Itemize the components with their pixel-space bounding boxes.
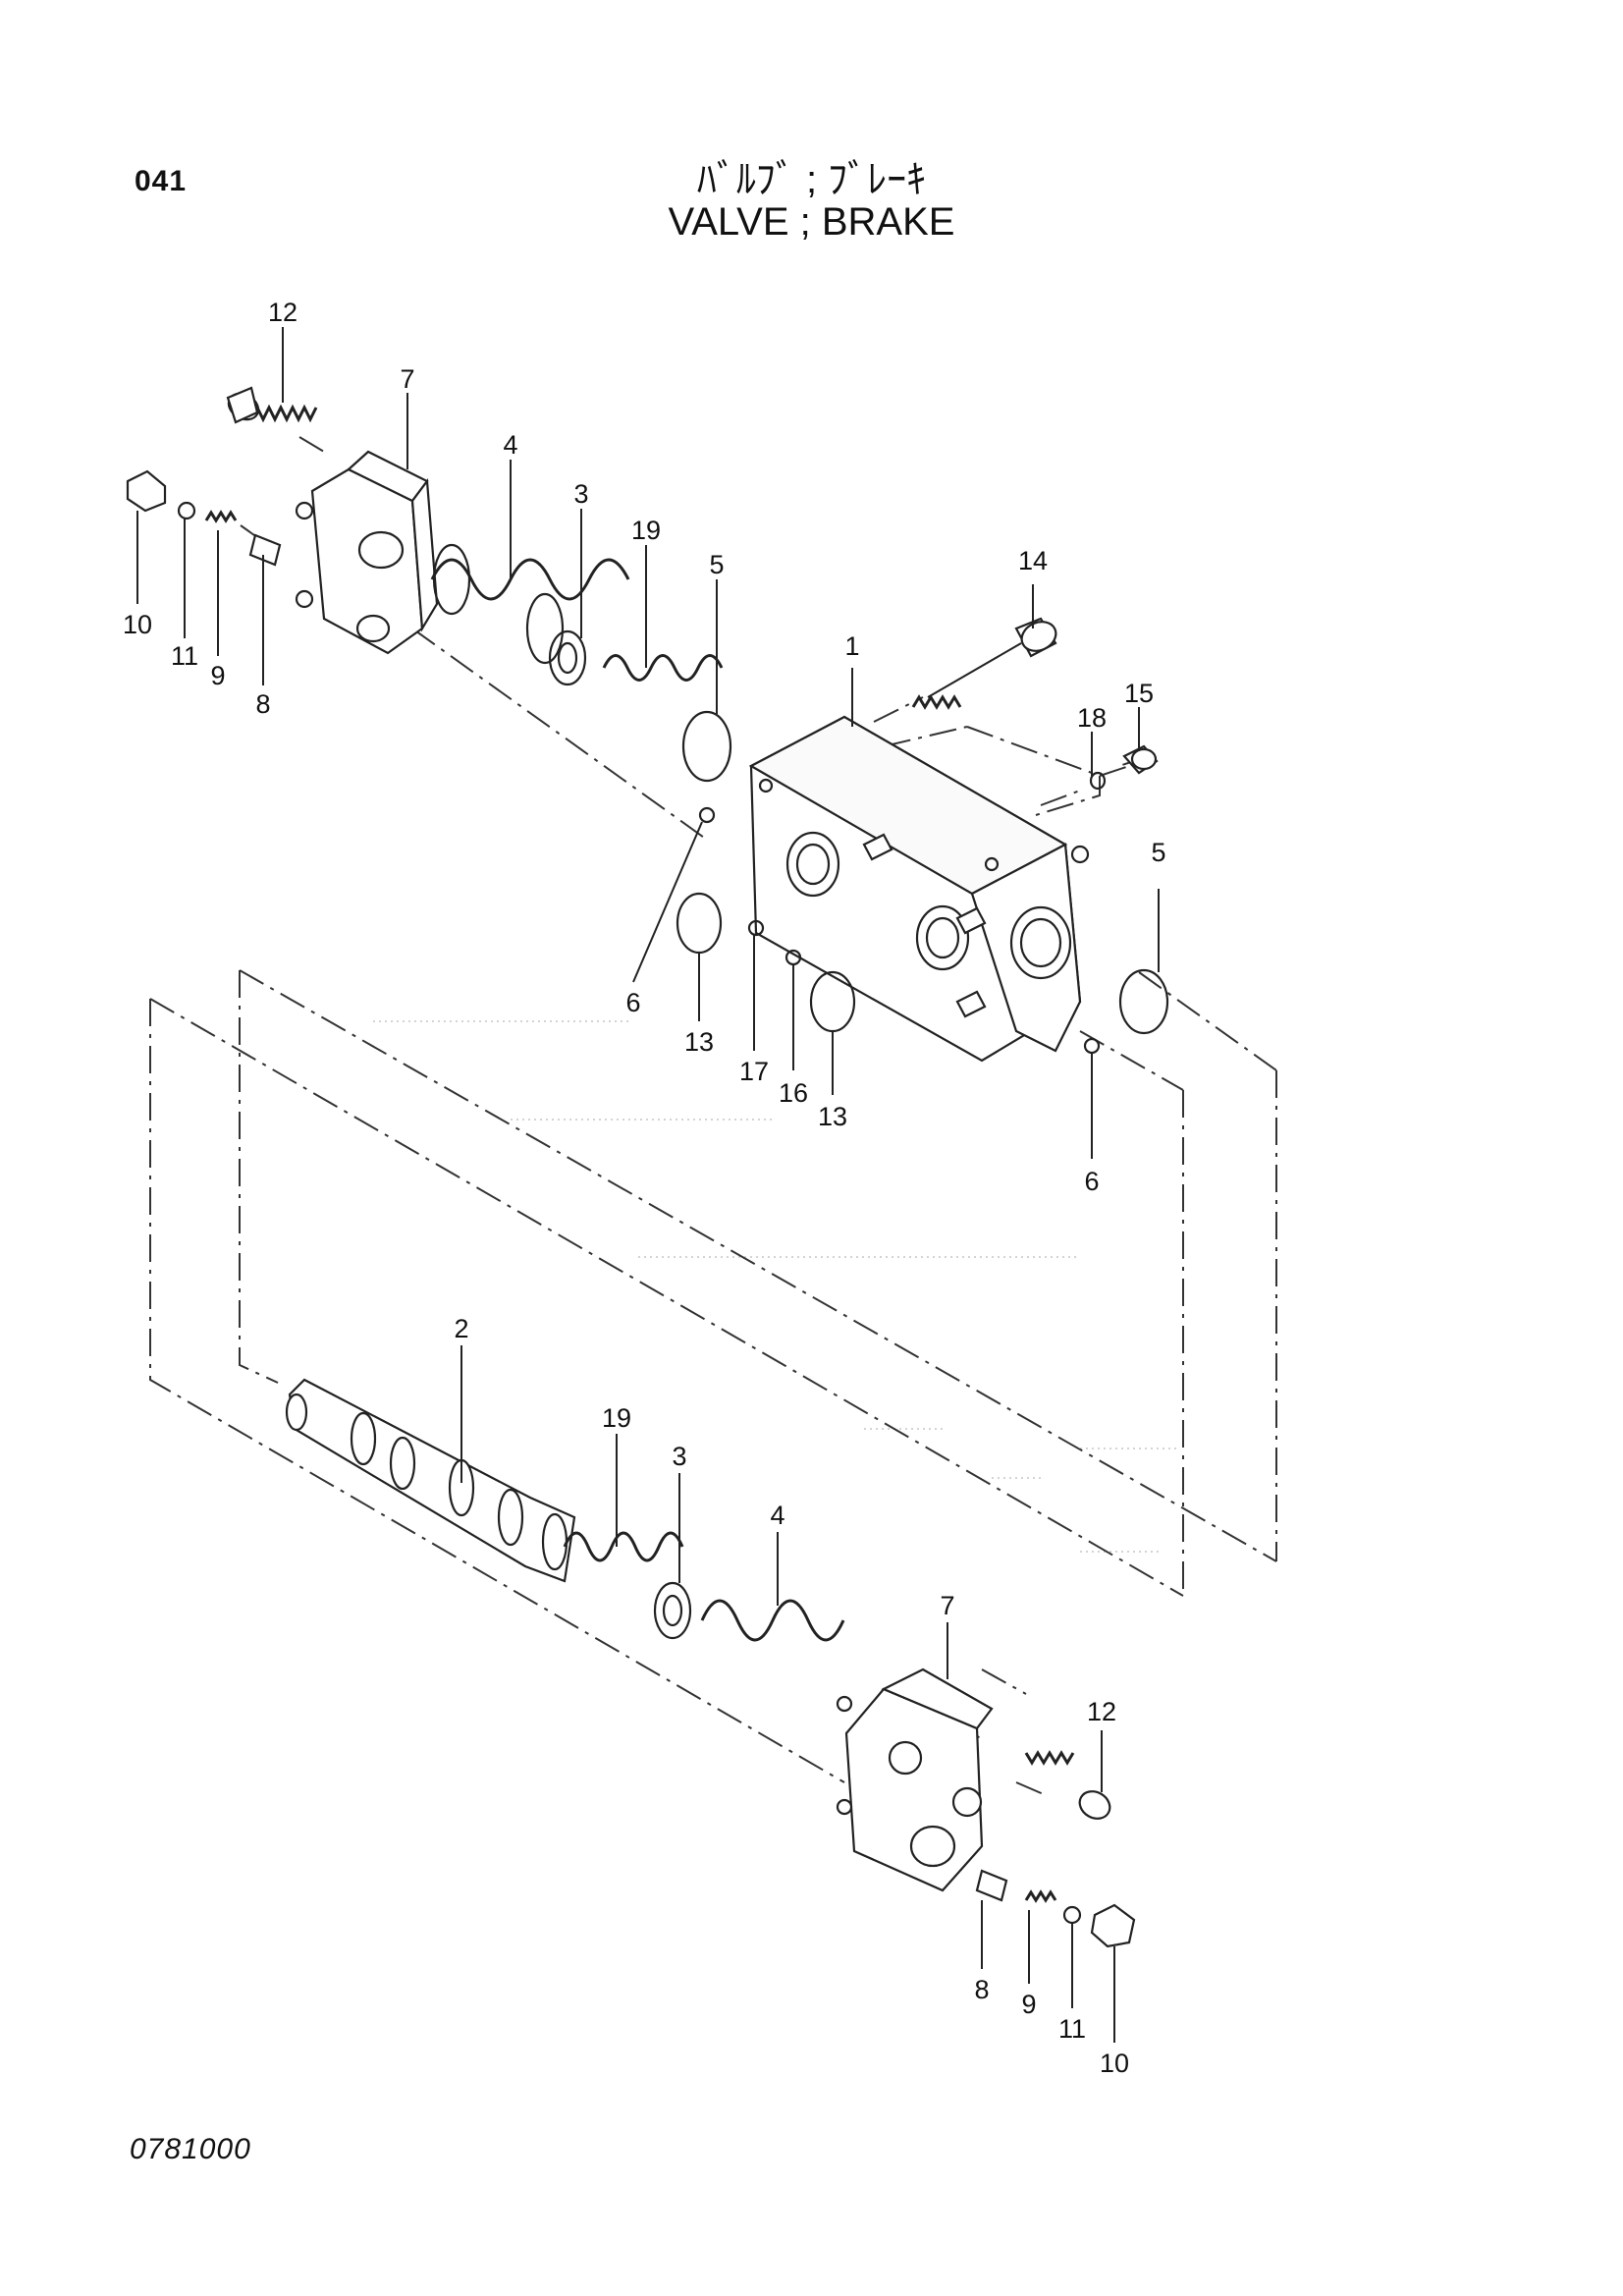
plug-assembly-bottom: [975, 1869, 1136, 1948]
drawing-code: 0781000: [130, 2133, 251, 2165]
callout-17: 17: [739, 1057, 769, 1086]
valve-body-1: [748, 715, 1090, 1063]
bolt-12-top: [226, 386, 318, 424]
cover-7-bottom: [836, 1667, 994, 1892]
oring-13-a: [676, 892, 723, 955]
title-english: VALVE ; BRAKE: [668, 200, 955, 244]
callout-10: 10: [123, 610, 152, 639]
oring-5-right: [1118, 968, 1169, 1035]
callout-labels-top: 12 7 4 3 19 5 14 1 18 15 10 11 9 8 6 13 …: [123, 298, 1166, 1196]
callout-3: 3: [573, 479, 588, 509]
callout-7: 7: [400, 364, 414, 394]
callout-16: 16: [779, 1078, 808, 1108]
spring-4-top: [430, 543, 630, 665]
callout-15: 15: [1124, 679, 1154, 708]
callout-18: 18: [1077, 703, 1107, 733]
callout-6: 6: [625, 988, 640, 1017]
callout-labels-bottom: 2 19 3 4 7 12 8 9 11 10: [454, 1314, 1129, 2078]
ring-6-top-a: [698, 806, 716, 824]
ring-17: [747, 919, 765, 937]
callout-12-bottom: 12: [1087, 1697, 1116, 1726]
callout-6-right: 6: [1084, 1167, 1099, 1196]
callout-13-b: 13: [818, 1102, 847, 1131]
callout-12: 12: [268, 298, 298, 327]
washer-3-top: [548, 629, 587, 686]
spring-19-top: [602, 654, 724, 682]
washer-3-bottom: [653, 1581, 692, 1640]
callout-5: 5: [709, 550, 724, 579]
oring-5-top: [681, 710, 732, 783]
guide-lines: [373, 1020, 1178, 1553]
callout-7-bottom: 7: [940, 1591, 954, 1620]
callout-5-right: 5: [1151, 838, 1165, 867]
callout-8-bottom: 8: [974, 1975, 989, 2004]
ring-6-top-b: [1083, 1037, 1101, 1055]
callout-13: 13: [684, 1027, 714, 1057]
callout-9: 9: [210, 661, 225, 690]
callout-3-bottom: 3: [672, 1442, 686, 1471]
callout-1: 1: [844, 631, 859, 661]
bottom-assembly: [285, 1378, 1136, 1948]
spring-4-bottom: [700, 1599, 845, 1642]
callout-4-bottom: 4: [770, 1501, 784, 1530]
spring-19-bottom: [563, 1531, 684, 1562]
plug-15: [1122, 744, 1159, 775]
callout-4: 4: [503, 430, 517, 460]
chain-lines: [149, 436, 1277, 1796]
page-number: 041: [135, 165, 188, 197]
ring-18: [1089, 771, 1107, 791]
callout-10-bottom: 10: [1100, 2049, 1129, 2078]
callout-14: 14: [1018, 546, 1048, 575]
oring-13-b: [809, 970, 856, 1033]
callout-9-bottom: 9: [1021, 1990, 1036, 2019]
bolt-14: [911, 617, 1057, 710]
top-assembly: [126, 386, 1169, 1063]
callout-8: 8: [255, 689, 270, 719]
title-japanese: ﾊﾞﾙﾌﾞ ; ﾌﾞﾚｰｷ: [696, 158, 927, 201]
spool-2: [285, 1378, 576, 1583]
plug-assembly-top: [126, 469, 282, 567]
bolt-12-bottom: [1024, 1750, 1111, 1820]
callout-19-bottom: 19: [602, 1403, 631, 1433]
callout-19: 19: [631, 516, 661, 545]
callout-11-bottom: 11: [1058, 2014, 1086, 2044]
cover-7-top: [295, 450, 439, 655]
callout-11: 11: [171, 641, 198, 671]
leader-lines: [136, 327, 1160, 2043]
callout-2: 2: [454, 1314, 468, 1343]
